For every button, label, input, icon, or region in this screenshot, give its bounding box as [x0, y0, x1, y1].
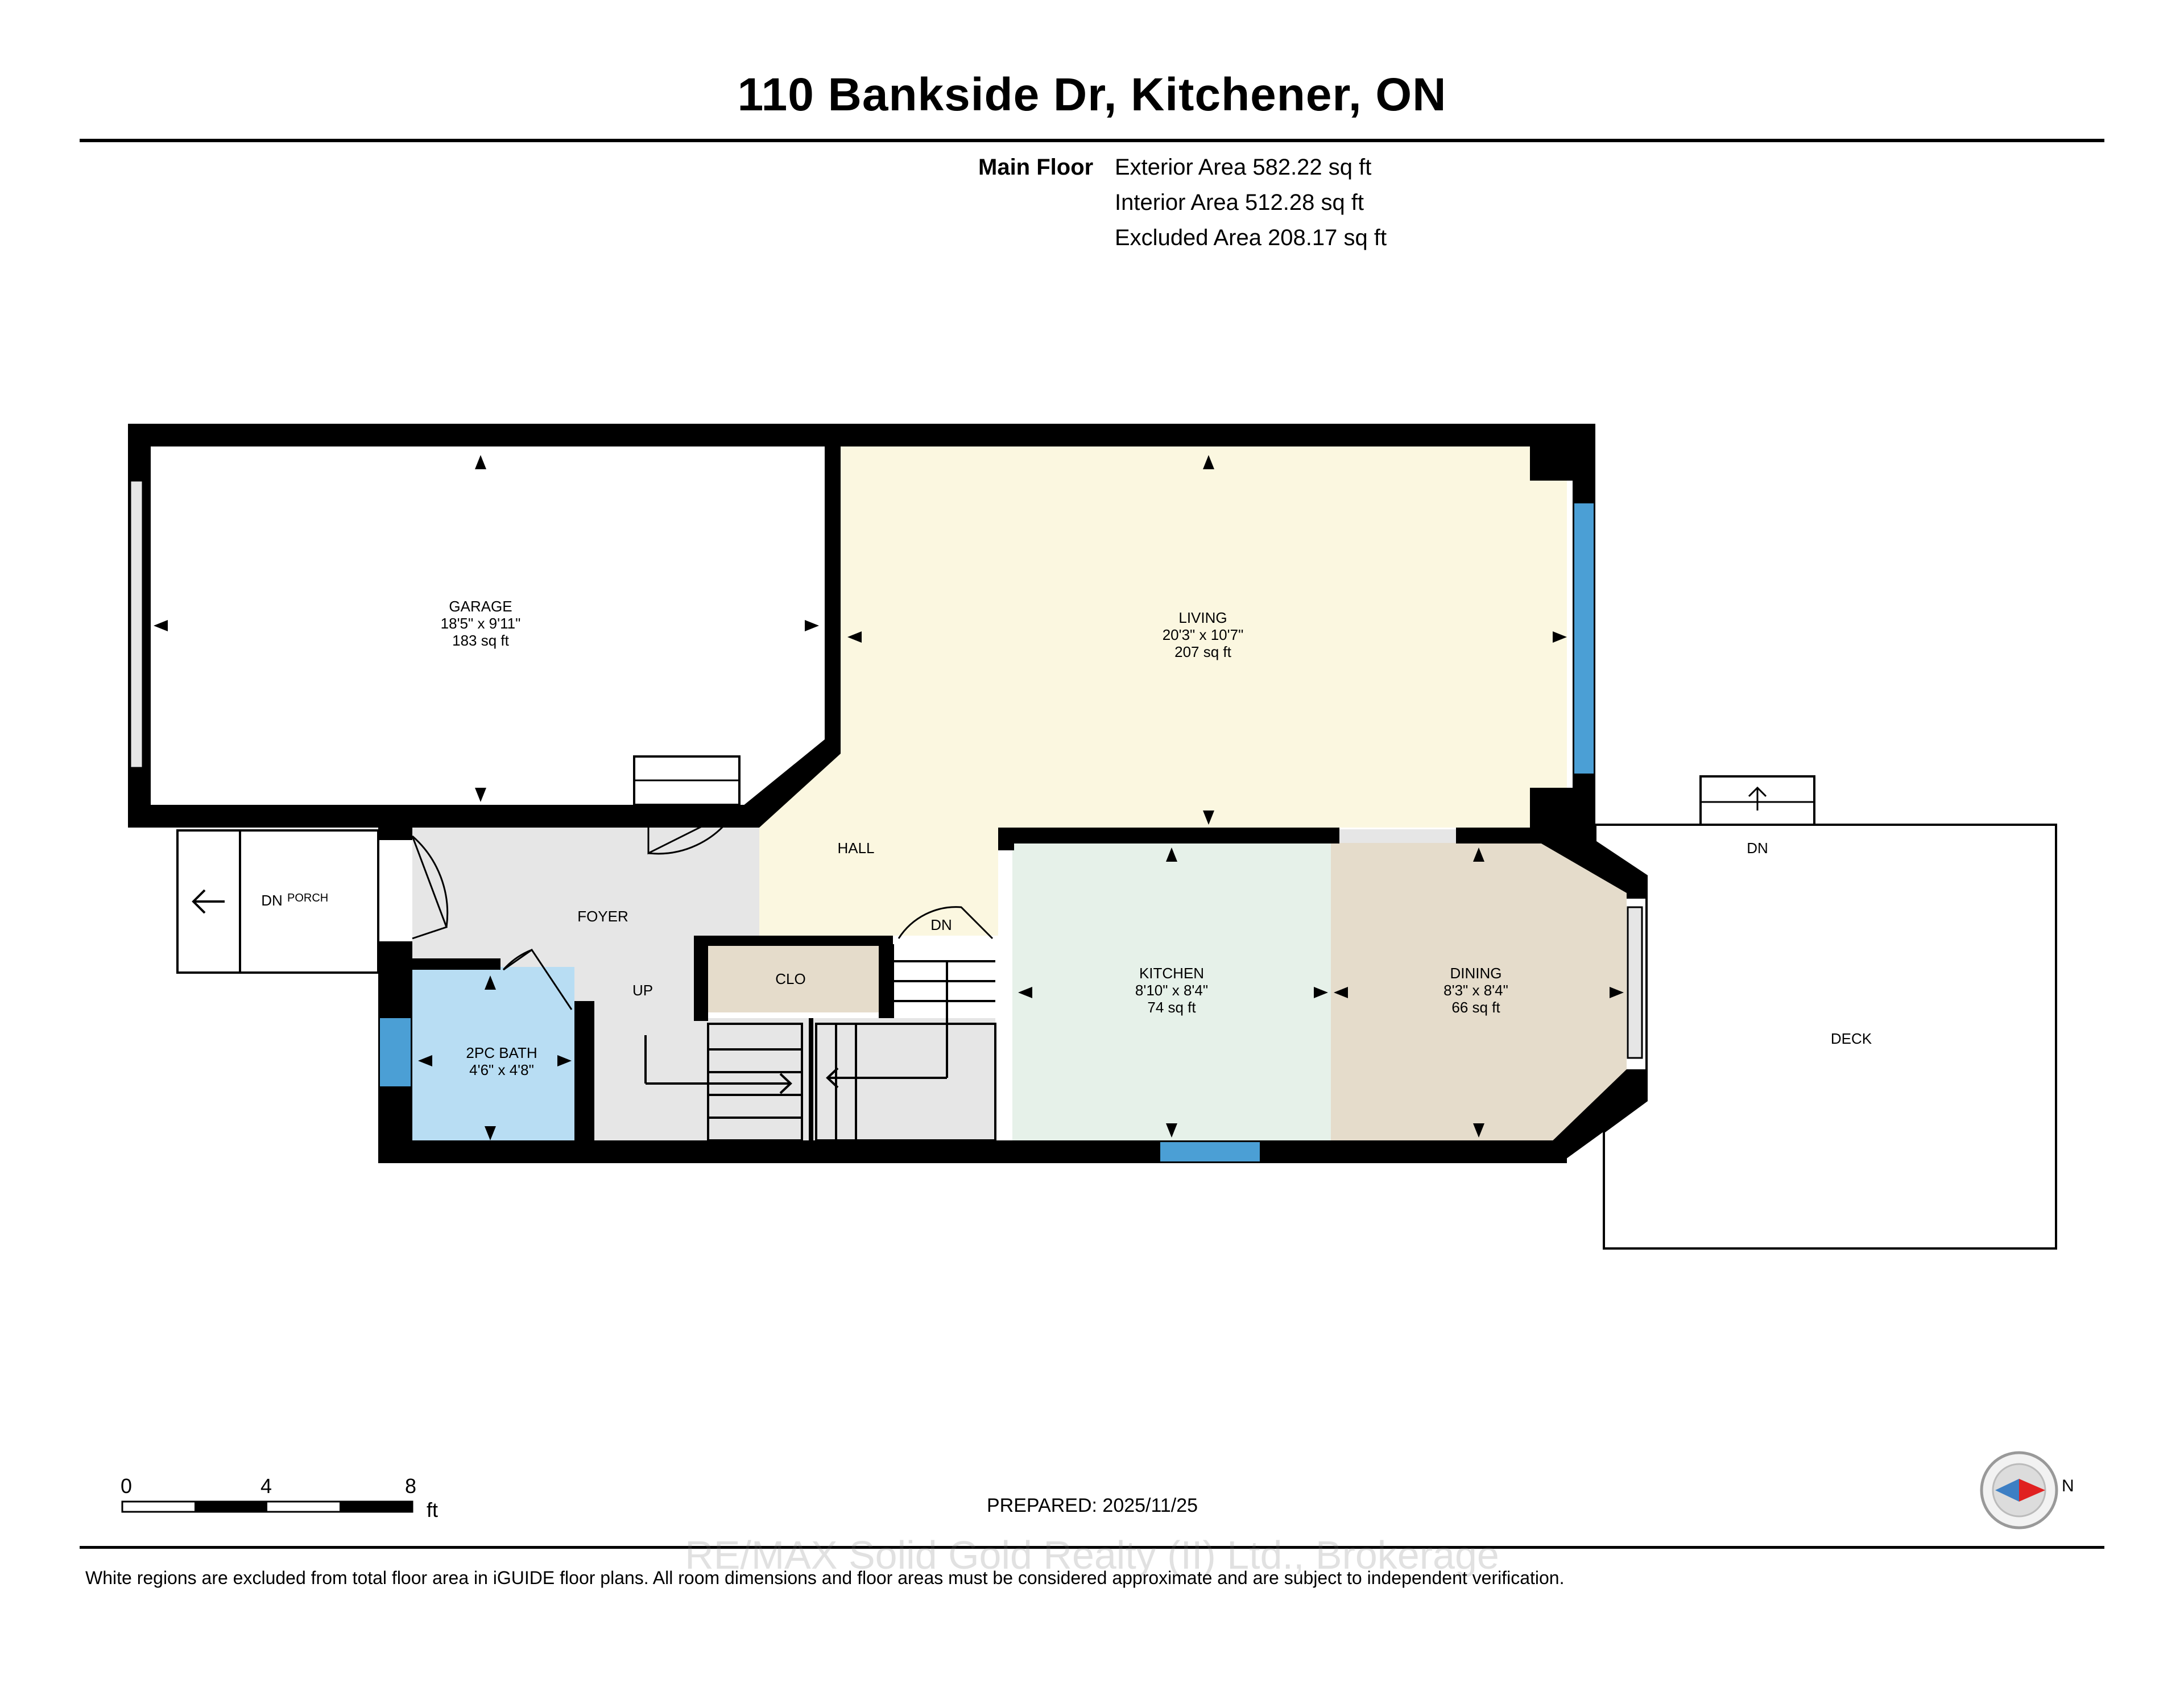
compass-label: N	[2062, 1477, 2074, 1495]
prepared-date: PREPARED: 2025/11/25	[987, 1495, 1198, 1516]
page-title: 110 Bankside Dr, Kitchener, ON	[737, 69, 1447, 121]
living-area: 207 sq ft	[1174, 643, 1232, 660]
garage-area: 183 sq ft	[452, 632, 510, 649]
garage-dims: 18'5" x 9'11"	[441, 615, 521, 632]
living-window	[1574, 503, 1594, 774]
doors	[411, 808, 994, 1010]
living-fill	[759, 445, 1567, 936]
stair-down-label: DN	[930, 916, 952, 933]
stairs	[644, 944, 996, 1142]
kitchen-label: KITCHEN	[1139, 965, 1204, 982]
kitchen-fill	[1012, 839, 1331, 1146]
dining-dims: 8'3" x 8'4"	[1443, 982, 1508, 999]
excluded-area: Excluded Area 208.17 sq ft	[1115, 225, 1387, 250]
bath-fill	[412, 967, 574, 1146]
header-rule	[80, 139, 2104, 142]
disclaimer: White regions are excluded from total fl…	[85, 1568, 1565, 1588]
opening	[1339, 829, 1456, 843]
living-dims: 20'3" x 10'7"	[1163, 626, 1244, 643]
bath-label: 2PC BATH	[466, 1044, 537, 1061]
garage-window	[129, 479, 144, 769]
scale-unit: ft	[427, 1498, 439, 1521]
porch-down-label: DN	[261, 892, 283, 909]
bath-window	[380, 1018, 411, 1086]
scale-bar	[121, 1500, 413, 1513]
dining-fill	[1331, 839, 1627, 1146]
closet-fill	[708, 944, 879, 1012]
kitchen-window	[1160, 1142, 1260, 1161]
living-label: LIVING	[1178, 609, 1227, 626]
dining-window	[1627, 906, 1643, 1059]
footer-rule	[80, 1546, 2104, 1549]
deck	[1594, 824, 2057, 1250]
dimension-markers	[154, 455, 1624, 1140]
bath-dims: 4'6" x 4'8"	[469, 1061, 534, 1078]
closet-label: CLO	[775, 970, 805, 987]
foyer-label: FOYER	[577, 908, 628, 925]
dining-label: DINING	[1450, 965, 1502, 982]
exterior-area: Exterior Area 582.22 sq ft	[1115, 155, 1372, 180]
garage-label: GARAGE	[449, 598, 512, 615]
compass-icon	[1980, 1451, 2058, 1529]
scale-four: 4	[260, 1474, 272, 1498]
kitchen-area: 74 sq ft	[1147, 999, 1196, 1016]
stairs-fill	[592, 1018, 995, 1146]
deck-down-label: DN	[1747, 840, 1768, 857]
stair-up-label: UP	[632, 982, 653, 999]
porch	[176, 829, 379, 974]
floor-name: Main Floor	[978, 155, 1094, 180]
hall-label: HALL	[837, 840, 874, 857]
scale-zero: 0	[121, 1474, 133, 1498]
deck-label: DECK	[1831, 1030, 1872, 1047]
dining-area: 66 sq ft	[1451, 999, 1500, 1016]
interior-area: Interior Area 512.28 sq ft	[1115, 190, 1364, 215]
watermark: RE/MAX Solid Gold Realty (II) Ltd., Brok…	[685, 1533, 1499, 1577]
kitchen-dims: 8'10" x 8'4"	[1135, 982, 1208, 999]
porch-label: PORCH	[287, 892, 328, 904]
scale-eight: 8	[405, 1474, 417, 1498]
